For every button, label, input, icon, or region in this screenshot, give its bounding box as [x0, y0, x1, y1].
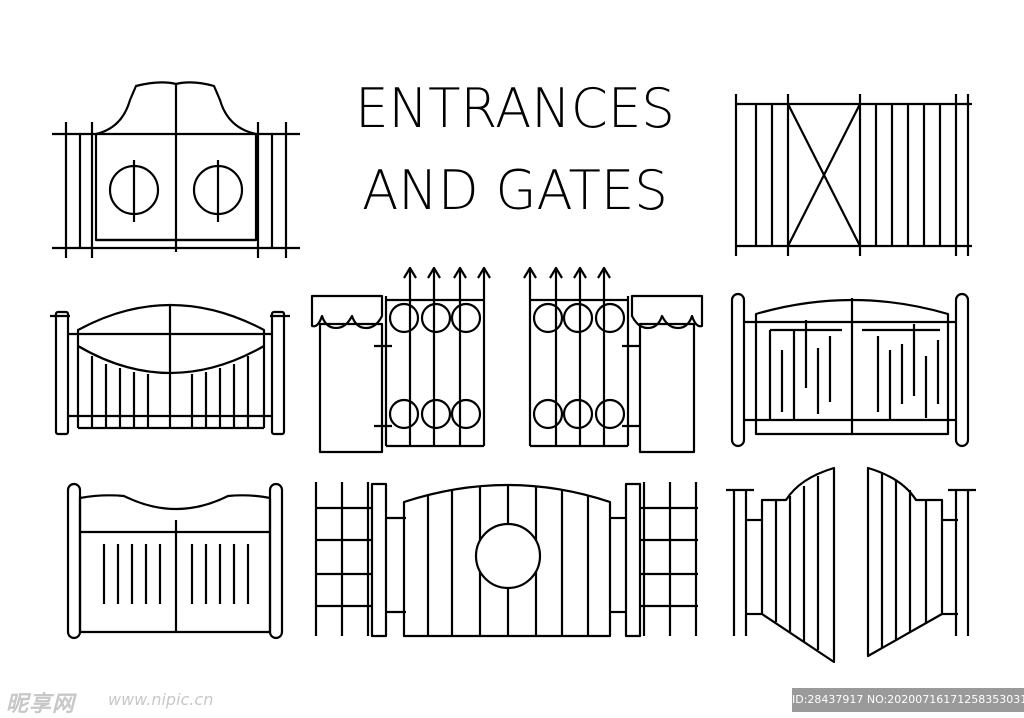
gate-open-swinging	[726, 466, 976, 664]
title-line-1: ENTRANCES	[355, 77, 675, 140]
title-line-2: AND GATES	[362, 159, 668, 222]
watermark-url: www.nipic.cn	[108, 690, 214, 709]
gate-plank-x-brace	[734, 94, 972, 256]
watermark-id-badge: ID:28437917 NO:20200716171258353031	[792, 688, 1024, 712]
gate-arched-circles	[52, 81, 300, 258]
gate-rounded-marks	[730, 292, 970, 448]
watermark-logo: 昵享网	[6, 692, 76, 717]
gate-concave-top	[66, 482, 284, 640]
gate-curved-slats	[50, 304, 290, 436]
gate-wrought-iron-pillars	[310, 266, 704, 454]
gate-arched-circle-lattice	[314, 482, 698, 638]
